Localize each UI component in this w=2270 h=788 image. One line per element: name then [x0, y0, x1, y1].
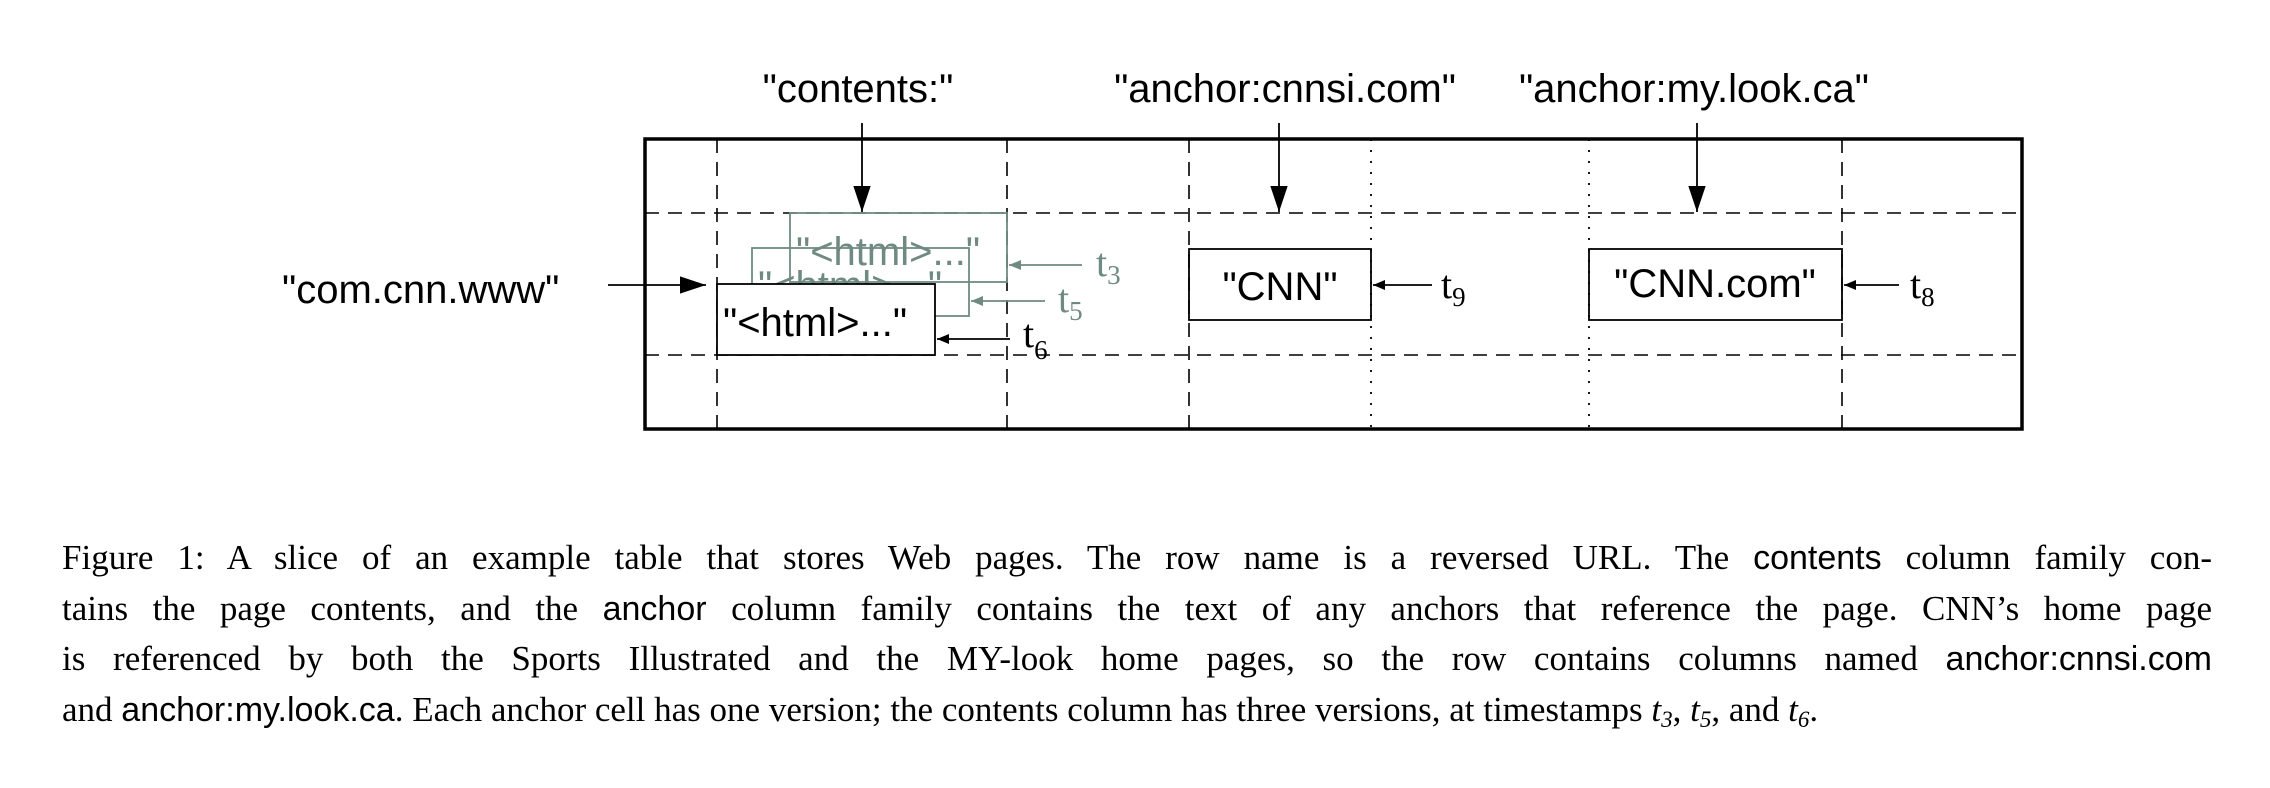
cell-contents-v3-text: "<html>...": [796, 230, 980, 274]
cell-anchor-mylook-text: "CNN.com": [1614, 262, 1816, 306]
timestamp-t9: t9: [1441, 262, 1466, 312]
math-t6: t6: [1788, 689, 1810, 732]
figure-caption: Figure 1: A slice of an example table th…: [62, 533, 2212, 735]
column-label-anchor-cnnsi: "anchor:cnnsi.com": [1114, 67, 1456, 111]
math-t5: t5: [1690, 689, 1712, 732]
cell-anchor-mylook: [1588, 248, 1843, 321]
table-border: [643, 137, 2024, 431]
keyword-anchor: anchor: [602, 589, 707, 628]
figure-label: Figure 1:: [62, 538, 205, 577]
timestamp-t6: t6: [1023, 311, 1048, 365]
keyword-anchor-cnnsi: anchor:cnnsi.com: [1945, 640, 2212, 678]
cell-anchor-cnnsi-text: "CNN": [1222, 265, 1337, 309]
row-key-label: "com.cnn.www": [282, 268, 559, 312]
cell-contents-v6: [716, 283, 936, 356]
timestamp-t5: t5: [1058, 276, 1083, 326]
caption-line-4: and anchor:my.look.ca. Each anchor cell …: [62, 689, 1819, 732]
timestamp-t8: t8: [1910, 262, 1935, 312]
bigtable-diagram: "contents:" "anchor:cnnsi.com" "anchor:m…: [282, 67, 2024, 431]
math-t3: t3: [1651, 689, 1673, 732]
keyword-contents: contents: [1753, 539, 1882, 577]
column-label-contents: "contents:": [763, 67, 954, 111]
cell-contents-v6-text: "<html>...": [723, 301, 907, 345]
cell-anchor-cnnsi: [1188, 248, 1372, 321]
timestamp-t3: t3: [1096, 240, 1121, 290]
keyword-anchor-mylook: anchor:my.look.ca: [121, 690, 395, 729]
caption-line-2: tains the page contents, and the anchor …: [62, 588, 2213, 628]
caption-line-3: is referenced by both the Sports Illustr…: [62, 639, 2212, 678]
caption-line-1: Figure 1: A slice of an example table th…: [62, 538, 2212, 577]
column-label-anchor-mylook: "anchor:my.look.ca": [1519, 67, 1869, 111]
